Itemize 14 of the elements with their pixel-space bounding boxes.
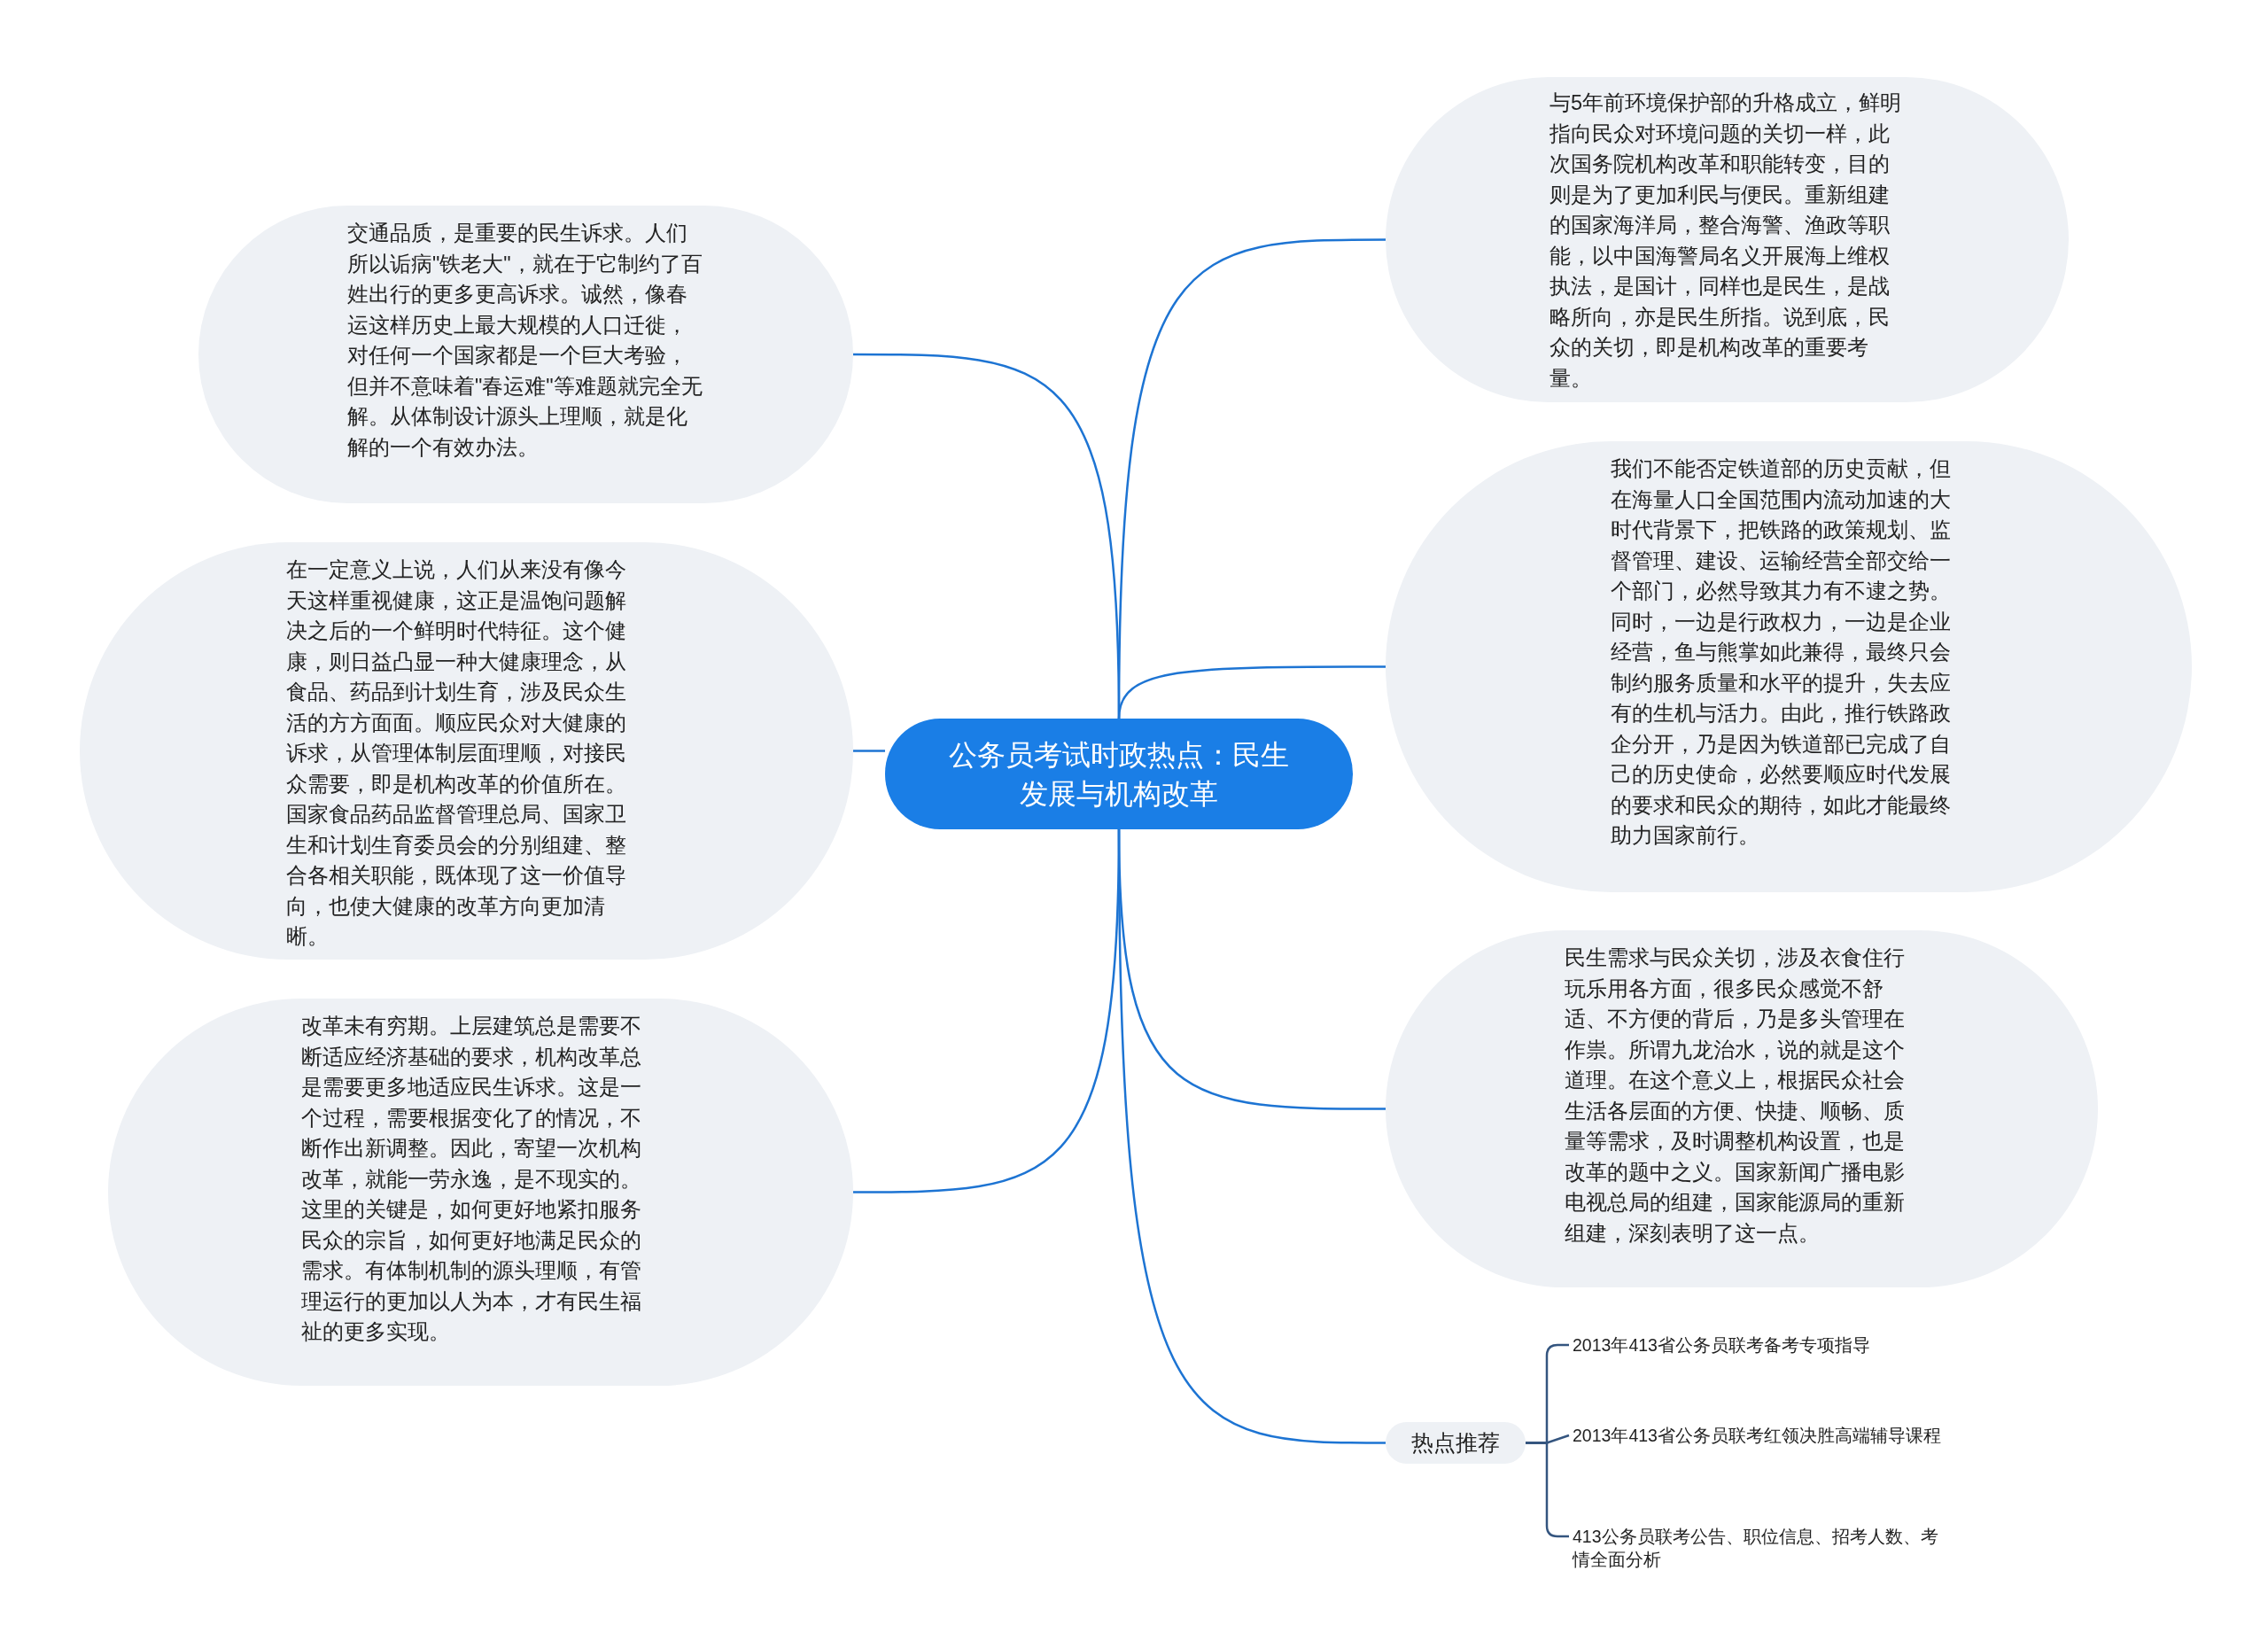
paragraph-text: 交通品质，是重要的民生诉求。人们所以诟病"铁老大"，就在于它制约了百姓出行的更多更高诉求。诚然，像春运这样历史上最大规模的人口迁徙，对任何一个国家都是一个巨大考验，但并不意味着"春运难"等难题就完全无解。从体制设计源头上理顺，就是化解的一个有效办法。 xyxy=(347,221,703,461)
connector-line xyxy=(1117,665,1386,719)
link-text: 2013年413省公务员联考备考专项指导 xyxy=(1573,1333,1870,1356)
branch-label: 热点推荐 xyxy=(1386,1422,1526,1464)
paragraph-text: 我们不能否定铁道部的历史贡献，但在海量人口全国范围内流动加速的大时代背景下，把铁路的政策规划、监督管理、建设、运输经营全部交给一个部门，必然导致其力有不逮之势。同时，一边是行政权力，一边是企业经营，鱼与熊掌如此兼得，最终只会制约服务质量和水平的提升，失去应有的生机与活力。由此，推行铁路政企分开，乃是因为铁道部已完成了自己的历史使命，必然要顺应时代发展的要求和民众的期待，如此才能最终助力国家前行。 xyxy=(1611,456,1952,849)
connector-line xyxy=(853,750,885,752)
link-text: 413公务员联考公告、职位信息、招考人数、考情全面分析 xyxy=(1573,1525,1945,1571)
paragraph-text: 民生需求与民众关切，涉及衣食住行玩乐用各方面，很多民众感觉不舒适、不方便的背后，乃是多头管理在作祟。所谓九龙治水，说的就是这个道理。在这个意义上，根据民众社会生活各层面的方便、快捷、顺畅、质量等需求，及时调整机构设置，也是改革的题中之义。国家新闻广播电影电视总局的组建，国家能源局的重新组建，深刻表明了这一点。 xyxy=(1565,945,1906,1247)
connector-line xyxy=(1117,829,1386,1444)
topic-box: 公务员考试时政热点：民生发展与机构改革 xyxy=(885,719,1353,829)
paragraph-text: 在一定意义上说，人们从来没有像今天这样重视健康，这正是温饱问题解决之后的一个鲜明时代特征。这个健康，则日益凸显一种大健康理念，从食品、药品到计划生育，涉及民众生活的方方面面。顺应民众对大健康的诉求，从管理体制层面理顺，对接民众需要，即是机构改革的价值所在。国家食品药品监督管理总局、国家卫生和计划生育委员会的分别组建、整合各相关职能，既体现了这一价值导向，也使大健康的改革方向更加清晰。 xyxy=(286,557,627,950)
paragraph-text: 与5年前环境保护部的升格成立，鲜明指向民众对环境问题的关切一样，此次国务院机构改革和职能转变，目的则是为了更加利民与便民。重新组建的国家海洋局，整合海警、渔政等职能，以中国海警局名义开展海上维权执法，是国计，同样也是民生，是战略所向，亦是民生所指。说到底，民众的关切，即是机构改革的重要考量。 xyxy=(1550,90,1903,392)
paragraph-text: 改革未有穷期。上层建筑总是需要不断适应经济基础的要求，机构改革总是需要更多地适应民生诉求。这是一个过程，需要根据变化了的情况，不断作出新调整。因此，寄望一次机构改革，就能一劳永逸，是不现实的。这里的关键是，如何更好地紧扣服务民众的宗旨，如何更好地满足民众的需求。有体制机制的源头理顺，有管理运行的更加以人为本，才有民生福祉的更多实现。 xyxy=(301,1014,642,1345)
link-text: 2013年413省公务员联考红领决胜高端辅导课程 xyxy=(1573,1424,1941,1447)
